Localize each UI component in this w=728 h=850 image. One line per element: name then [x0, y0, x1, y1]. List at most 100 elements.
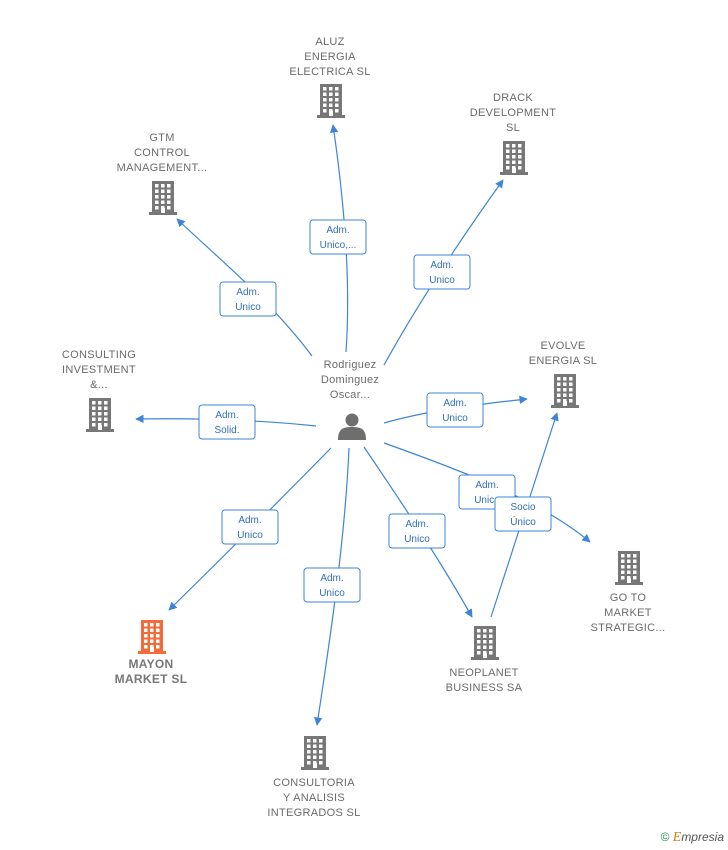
building-icon [86, 398, 114, 432]
company-name-line: MARKET SL [115, 672, 188, 686]
relation-label-text: Adm. [443, 398, 466, 409]
relation-label-text: Adm. [236, 287, 259, 298]
relation-label-text: Adm. [405, 519, 428, 530]
person-name-line: Oscar... [330, 389, 370, 401]
relation-label-text: Solid. [214, 425, 239, 436]
company-name-line: INTEGRADOS SL [267, 807, 360, 819]
relation-label-text: Único [510, 515, 536, 528]
building-icon [471, 626, 499, 660]
company-name-line: BUSINESS SA [446, 682, 523, 694]
company-node-consulting[interactable]: CONSULTING INVESTMENT &... [62, 349, 136, 432]
relation-label-box [309, 219, 367, 255]
relation-label[interactable]: Adm. Unico [303, 567, 361, 603]
relation-label-text: Unico [237, 530, 263, 541]
company-name-line: SL [506, 122, 520, 134]
relation-label-box [494, 496, 552, 532]
person-name-line: Dominguez [321, 374, 379, 386]
person-icon [338, 413, 366, 440]
relation-label-text: Unico,... [320, 240, 357, 251]
nodes-layer: ALUZ ENERGIA ELECTRICA SL DRACK DEVELOPMENT S… [62, 36, 666, 819]
brand-footer: © Empresia [661, 830, 724, 846]
edge-aluz: Adm. Unico,... [309, 124, 367, 353]
relation-label-box [303, 567, 361, 603]
company-name-line: Y ANALISIS [283, 792, 345, 804]
company-name-line: GTM [149, 132, 174, 144]
company-node-gtm[interactable]: GTM CONTROL MANAGEMENT... [117, 132, 208, 215]
company-name-line: DRACK [493, 92, 533, 104]
relation-label[interactable]: Adm. Unico,... [309, 219, 367, 255]
relation-label-box [221, 509, 279, 545]
company-name-line: CONSULTING [62, 349, 136, 361]
company-name-line: STRATEGIC... [591, 622, 666, 634]
edge-evolve: Adm. Unico [383, 392, 528, 428]
relation-label-text: Adm. [215, 410, 238, 421]
company-name-line: EVOLVE [540, 340, 585, 352]
edges-layer: Adm.Unico,...Adm.UnicoAdm.UnicoAdm.Solid… [135, 124, 591, 726]
company-name-line: ELECTRICA SL [289, 66, 370, 78]
company-name-line: ENERGIA SL [529, 355, 597, 367]
relation-label-text: Unico [404, 534, 430, 545]
company-node-neoplanet[interactable]: NEOPLANET BUSINESS SA [446, 626, 523, 694]
relation-label-text: Adm. [320, 573, 343, 584]
relation-label-text: Adm. [238, 515, 261, 526]
relation-label-text: Adm. [430, 260, 453, 271]
company-node-evolve[interactable]: EVOLVE ENERGIA SL [529, 340, 597, 408]
edge-neoplanet: Adm. Unico [363, 446, 473, 618]
relation-label-text: Adm. [326, 225, 349, 236]
company-node-aluz[interactable]: ALUZ ENERGIA ELECTRICA SL [289, 36, 370, 118]
building-icon [138, 620, 166, 654]
building-icon [551, 374, 579, 408]
company-name-line: MARKET [604, 607, 652, 619]
company-name-line: ALUZ [315, 36, 344, 48]
relation-label[interactable]: Adm. Unico [413, 254, 471, 290]
company-node-drack[interactable]: DRACK DEVELOPMENT SL [470, 92, 556, 175]
company-name-line: GO TO [610, 592, 647, 604]
company-name-line: NEOPLANET [449, 667, 518, 679]
relation-label-box [198, 404, 256, 440]
building-icon [149, 181, 177, 215]
relation-label[interactable]: Adm. Unico [388, 513, 446, 549]
relation-label-text: Unico [235, 302, 261, 313]
relation-label[interactable]: Adm. Unico [426, 392, 484, 428]
person-node-center[interactable]: RodriguezDominguezOscar... [321, 359, 379, 440]
company-name-line: ENERGIA [304, 51, 356, 63]
edge-consulting: Adm. Solid. [135, 404, 317, 440]
company-name-line: DEVELOPMENT [470, 107, 556, 119]
edge-drack: Adm. Unico [383, 179, 504, 366]
relation-label-text: Unico [429, 275, 455, 286]
company-name-line: MANAGEMENT... [117, 162, 208, 174]
brand-logo-initial: E [672, 830, 682, 845]
building-icon [615, 551, 643, 585]
company-name-line: INVESTMENT [62, 364, 136, 376]
company-name-line: CONTROL [134, 147, 190, 159]
copyright-symbol: © [660, 830, 670, 844]
relation-label-text: Unico [442, 413, 468, 424]
relation-label-text: Unico [474, 495, 500, 506]
relation-label[interactable]: Adm. Unico [219, 281, 277, 317]
relation-label-box [388, 513, 446, 549]
relation-label-box [219, 281, 277, 317]
relation-label-box [413, 254, 471, 290]
building-icon [301, 736, 329, 770]
company-node-consultoria[interactable]: CONSULTORIA Y ANALISIS INTEGRADOS SL [267, 736, 360, 819]
relation-label-text: Unico [319, 588, 345, 599]
brand-name: mpresia [681, 830, 724, 844]
building-icon [500, 141, 528, 175]
relation-label-box [426, 392, 484, 428]
edge-consultoria: Adm. Unico [303, 447, 361, 726]
company-name-line: CONSULTORIA [273, 777, 355, 789]
edge-mayon: Adm. Unico [168, 447, 332, 611]
building-icon [317, 84, 345, 118]
company-name-line: &... [90, 379, 108, 391]
company-name-line: MAYON [128, 657, 173, 671]
relation-label[interactable]: Adm. Solid. [198, 404, 256, 440]
relation-label-text: Socio [510, 502, 535, 513]
edge-gtm: Adm. Unico [176, 218, 313, 357]
relation-label[interactable]: Adm. Unico [221, 509, 279, 545]
person-name-line: Rodriguez [324, 359, 377, 371]
company-node-gotomarket[interactable]: GO TO MARKET STRATEGIC... [591, 551, 666, 634]
